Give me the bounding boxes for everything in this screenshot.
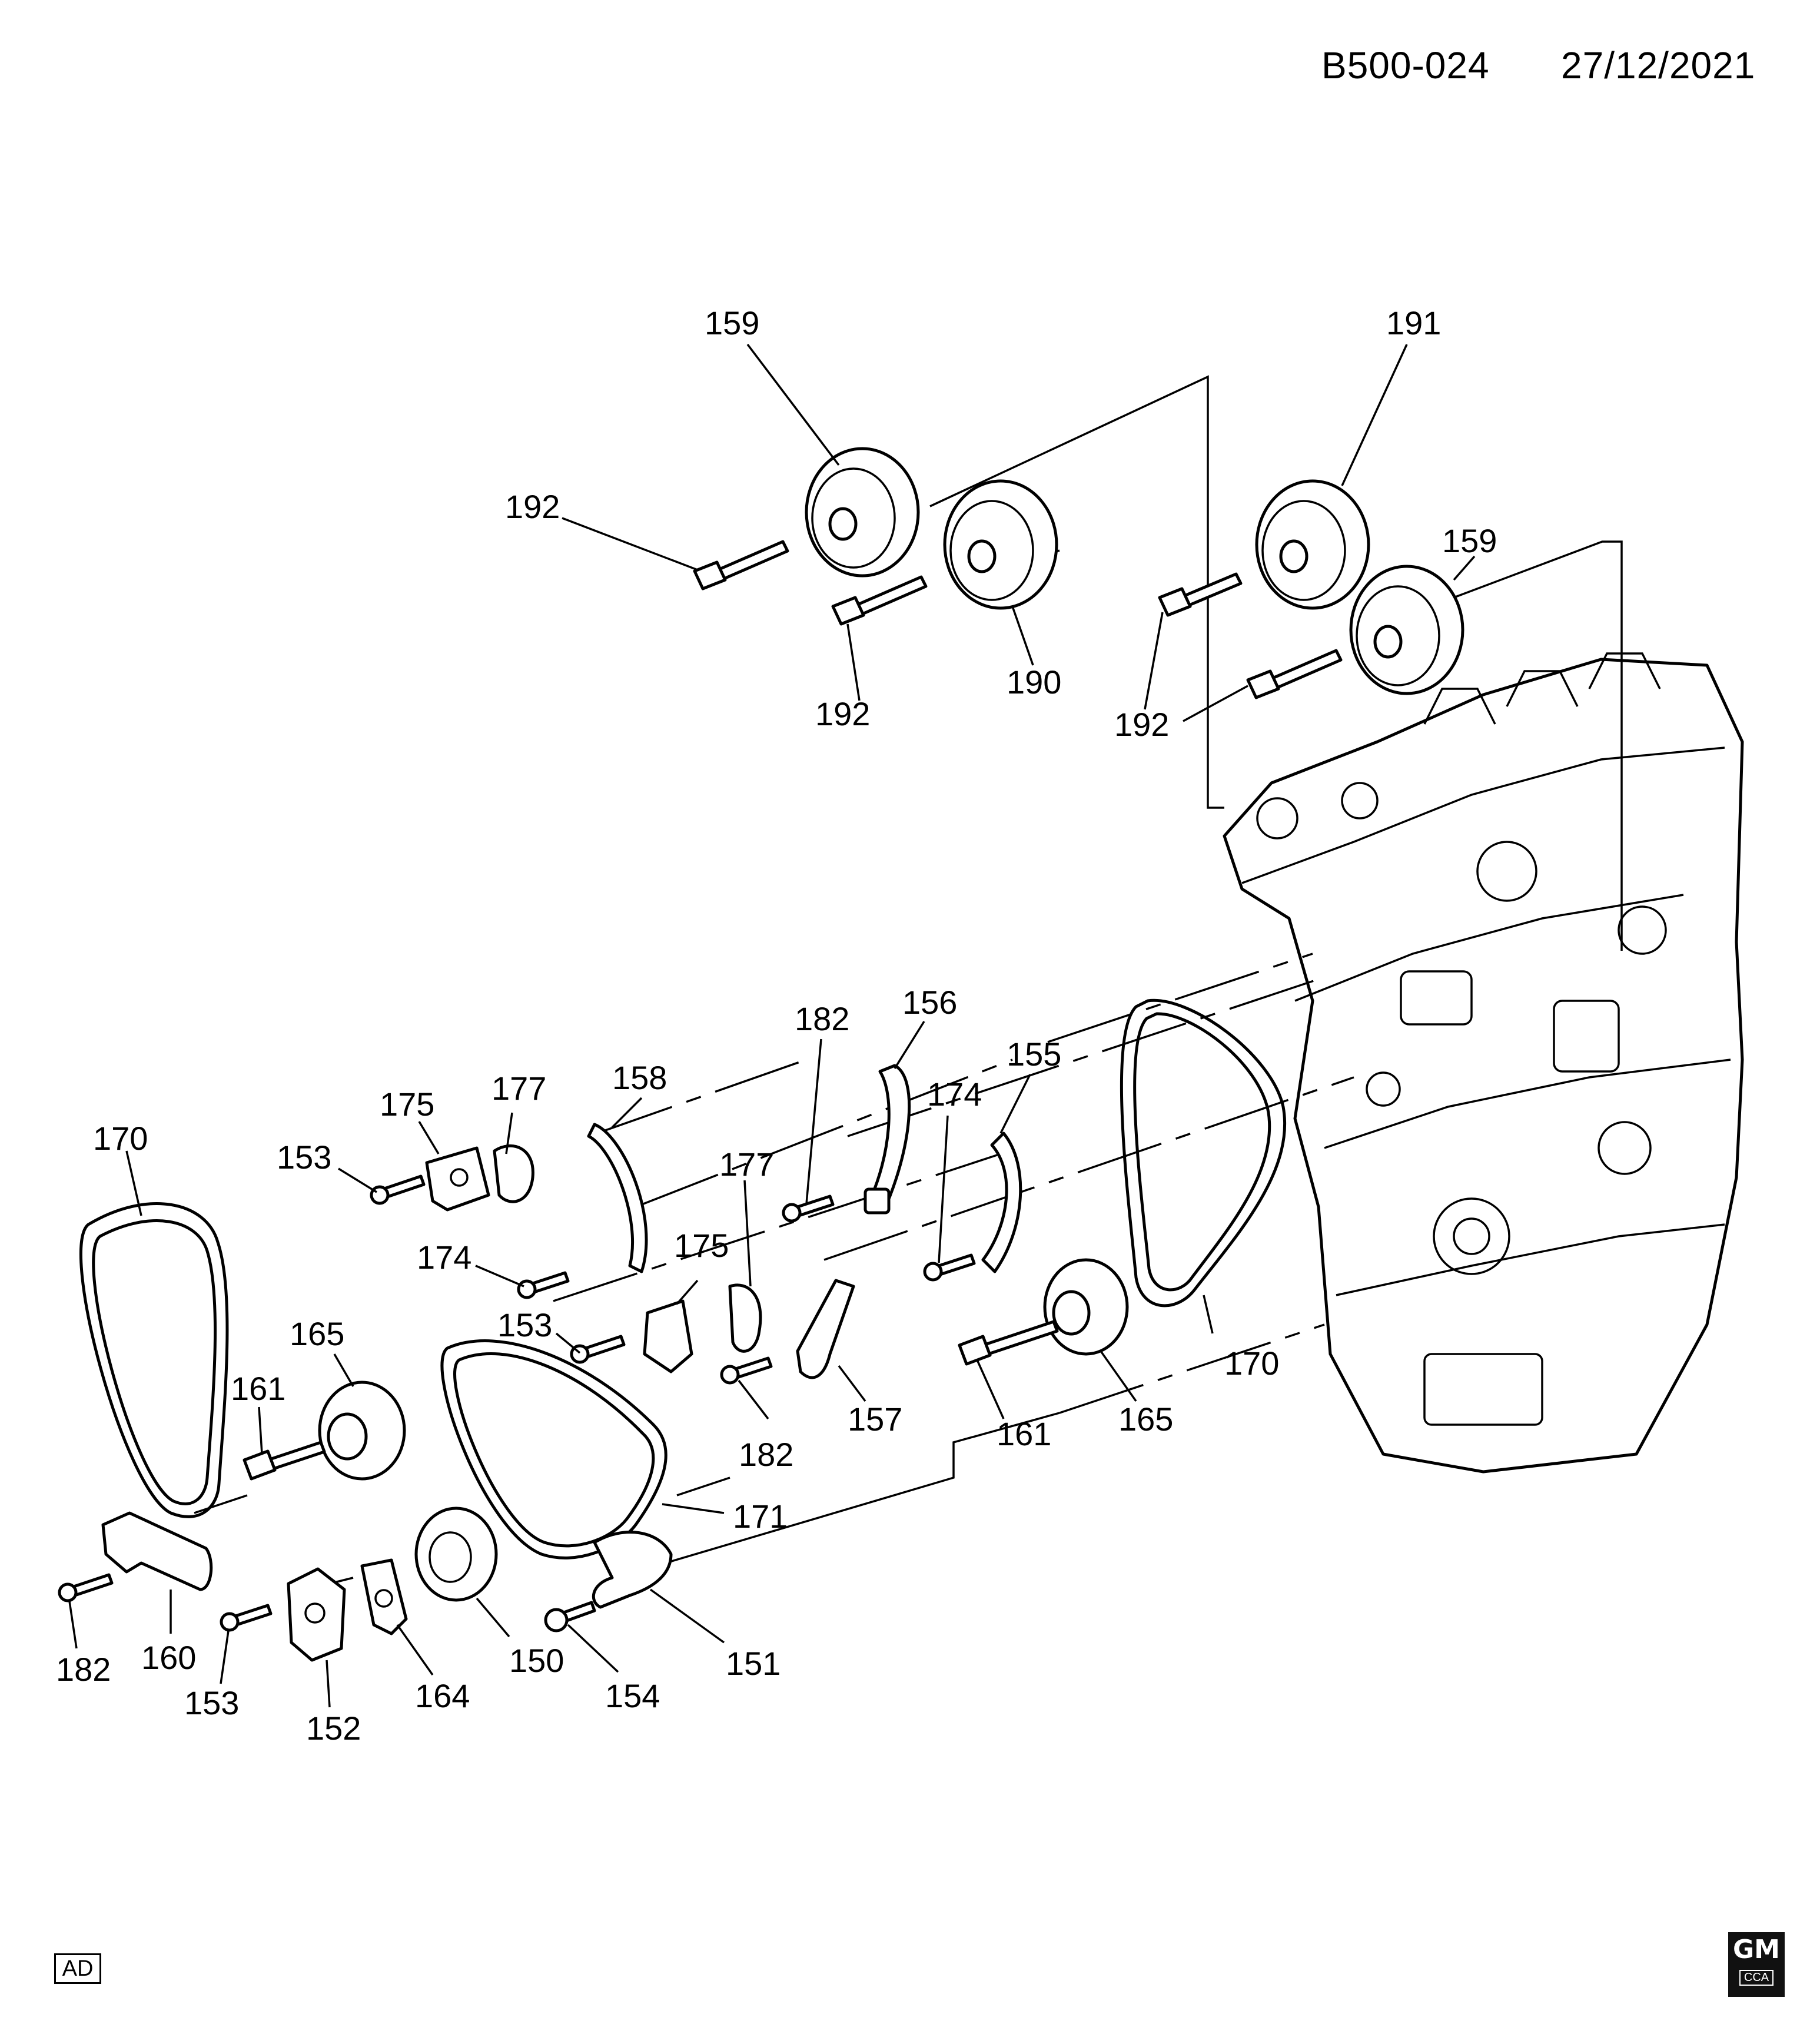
callout-191: 191	[1386, 304, 1441, 341]
engine-block	[1223, 652, 1744, 1474]
gasket-177-lower	[728, 1283, 762, 1353]
timing-chain-170-left	[79, 1202, 229, 1518]
callout-165-right: 165	[1118, 1401, 1173, 1438]
camshaft-actuator-159-left	[805, 447, 920, 578]
callout-177-lower: 177	[719, 1146, 774, 1183]
callout-182-lower: 182	[56, 1651, 111, 1688]
tensioner-175-upper	[425, 1146, 490, 1212]
bolt-153-lower	[220, 1604, 273, 1632]
callout-164: 164	[415, 1677, 470, 1714]
callout-159-right: 159	[1442, 522, 1497, 559]
callout-151: 151	[726, 1645, 781, 1682]
gasket-177-upper	[493, 1144, 534, 1203]
callout-153-upper: 153	[277, 1139, 331, 1176]
sprocket-150	[414, 1507, 498, 1602]
chain-guide-151	[592, 1531, 673, 1609]
callout-182-upper: 182	[795, 1000, 849, 1037]
camshaft-actuator-159-right	[1349, 565, 1464, 695]
callout-170-right: 170	[1224, 1345, 1279, 1382]
callout-labels: 159 191 159 192 192 190 192 182 156 155 …	[56, 304, 1497, 1747]
bolt-153-middle	[570, 1335, 626, 1364]
callout-182-middle: 182	[739, 1436, 793, 1473]
chain-guide-158	[587, 1123, 648, 1273]
timing-chain-171	[440, 1339, 667, 1559]
camshaft-actuator-191	[1255, 479, 1370, 610]
callout-156: 156	[902, 984, 957, 1021]
callout-175-lower: 175	[674, 1227, 729, 1264]
callout-192-center: 192	[815, 695, 870, 732]
callout-159-left: 159	[705, 304, 759, 341]
document-id: B500-024	[1321, 44, 1490, 87]
bolts-174-182-mid	[782, 1194, 976, 1282]
bolt-182-lower	[58, 1573, 114, 1602]
actuator-bolts-192	[693, 540, 1343, 699]
callout-192-left: 192	[505, 488, 560, 525]
bolt-174-left	[517, 1271, 570, 1299]
callout-174-right: 174	[927, 1076, 982, 1113]
callout-170-left: 170	[93, 1120, 148, 1157]
callout-175-upper: 175	[380, 1086, 434, 1123]
timing-chain-170-right	[1120, 998, 1287, 1308]
callout-153-middle: 153	[497, 1306, 552, 1343]
gm-logo: GM CCA	[1728, 1932, 1785, 1997]
callout-157: 157	[848, 1401, 902, 1438]
bolt-153-upper	[370, 1174, 426, 1205]
callout-160: 160	[141, 1639, 196, 1676]
bolt-161-right	[958, 1320, 1059, 1366]
chain-guide-157	[796, 1279, 855, 1379]
leader-lines	[68, 343, 1476, 1708]
camshaft-actuator-190	[943, 479, 1058, 610]
ad-code-box: AD	[54, 1953, 101, 1984]
callout-165-left: 165	[290, 1315, 344, 1352]
document-date: 27/12/2021	[1561, 44, 1756, 87]
callout-154: 154	[605, 1677, 660, 1714]
bolt-182-middle	[720, 1356, 773, 1385]
callout-155: 155	[1007, 1036, 1061, 1073]
gm-logo-sub: CCA	[1739, 1970, 1774, 1986]
sprocket-165-right	[1043, 1258, 1129, 1356]
tensioner-175-lower	[643, 1299, 693, 1373]
callout-152: 152	[306, 1710, 361, 1747]
callout-192-right: 192	[1114, 706, 1169, 743]
callout-190: 190	[1007, 663, 1061, 701]
callout-153-lower: 153	[184, 1684, 239, 1721]
callout-161-right: 161	[997, 1415, 1051, 1452]
callout-161-left: 161	[231, 1370, 285, 1407]
bolt-154	[544, 1601, 596, 1632]
gm-logo-text: GM	[1733, 1934, 1780, 1965]
callout-171: 171	[733, 1498, 788, 1535]
tensioner-152	[287, 1567, 346, 1662]
callout-150: 150	[509, 1642, 564, 1679]
callout-177-upper: 177	[491, 1070, 546, 1107]
gasket-164	[360, 1558, 408, 1635]
chain-guide-155	[981, 1132, 1022, 1273]
callout-174-left: 174	[417, 1239, 471, 1276]
chain-guide-160	[101, 1511, 213, 1591]
sprocket-165-left	[318, 1381, 406, 1481]
chain-guide-156	[863, 1064, 911, 1215]
callout-158: 158	[612, 1059, 667, 1096]
bolt-161-left	[243, 1441, 326, 1481]
